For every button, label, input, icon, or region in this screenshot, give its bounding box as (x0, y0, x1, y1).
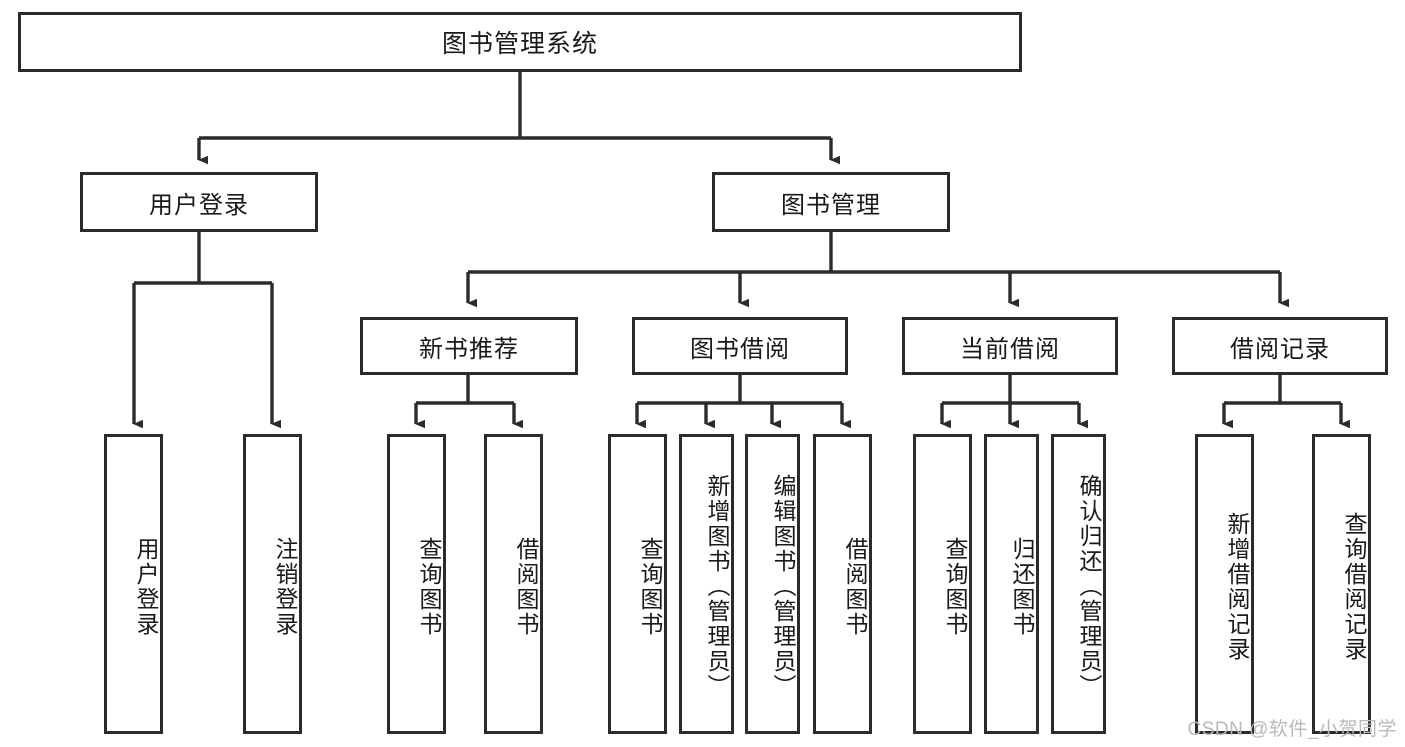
leaf-book-borrow-query[interactable]: 查询图书 (608, 434, 667, 734)
node-borrow-record[interactable]: 借阅记录 (1172, 317, 1388, 375)
leaf-current-borrow-query[interactable]: 查询图书 (913, 434, 972, 734)
node-book-borrow[interactable]: 图书借阅 (632, 317, 848, 375)
leaf-book-borrow-add[interactable]: 新增图书（管理员） (679, 434, 734, 734)
leaf-borrow-record-add[interactable]: 新增借阅记录 (1195, 434, 1254, 734)
leaf-current-borrow-confirm-return[interactable]: 确认归还（管理员） (1051, 434, 1106, 734)
node-root-system[interactable]: 图书管理系统 (18, 12, 1022, 72)
leaf-user-login-login[interactable]: 用户登录 (104, 434, 163, 734)
node-current-borrow[interactable]: 当前借阅 (902, 317, 1118, 375)
node-user-login[interactable]: 用户登录 (80, 172, 318, 232)
leaf-book-borrow-borrow[interactable]: 借阅图书 (813, 434, 872, 734)
leaf-borrow-record-query[interactable]: 查询借阅记录 (1312, 434, 1371, 734)
leaf-book-borrow-edit[interactable]: 编辑图书（管理员） (745, 434, 800, 734)
leaf-new-book-borrow[interactable]: 借阅图书 (484, 434, 543, 734)
leaf-user-login-logout[interactable]: 注销登录 (243, 434, 302, 734)
node-new-book-recommend[interactable]: 新书推荐 (360, 317, 578, 375)
csdn-watermark: CSDN @软件_小贺同学 (1187, 719, 1397, 740)
leaf-current-borrow-return[interactable]: 归还图书 (984, 434, 1039, 734)
node-book-management[interactable]: 图书管理 (712, 172, 950, 232)
leaf-new-book-query[interactable]: 查询图书 (387, 434, 446, 734)
